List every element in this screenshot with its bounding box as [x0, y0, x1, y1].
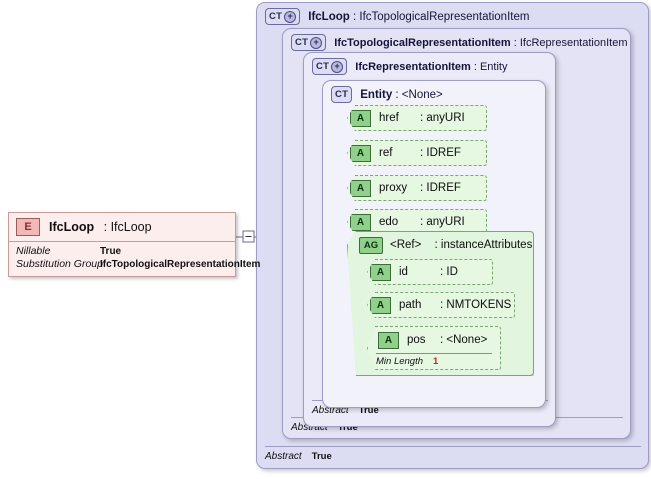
attribute-row-proxy[interactable]: A proxy : IDREF	[347, 175, 487, 201]
attribute-icon: A	[370, 296, 391, 314]
expand-plus-icon[interactable]: +	[310, 36, 323, 49]
container-title: IfcTopologicalRepresentationItem : IfcRe…	[334, 37, 627, 49]
container-name: Entity	[360, 88, 393, 101]
complextype-icon[interactable]: CT +	[312, 58, 348, 75]
abstract-footer: Abstract True	[312, 405, 379, 416]
abstract-label: Abstract	[291, 422, 328, 433]
facet-label: Min Length	[376, 356, 424, 367]
attribute-name: href	[379, 112, 399, 124]
attribute-name: proxy	[379, 182, 408, 194]
complextype-icon-label: CT	[335, 89, 349, 100]
attribute-name: ref	[379, 147, 393, 159]
element-properties: Nillable True Substitution Group IfcTopo…	[9, 241, 260, 276]
attribute-icon: A	[370, 263, 391, 281]
abstract-value: True	[358, 405, 379, 416]
attribute-row-pos-main: A pos : <None>	[368, 327, 500, 353]
facet-value: 1	[433, 356, 439, 367]
expand-plus-icon[interactable]: +	[331, 60, 344, 73]
attribute-row-edo[interactable]: A edo : anyURI	[347, 209, 487, 235]
attribute-row-id[interactable]: A id : ID	[367, 259, 493, 285]
attribute-icon: A	[378, 331, 399, 349]
attribute-group-name: <Ref>	[390, 239, 422, 251]
property-key: Substitution Group	[16, 258, 103, 270]
attribute-row-pos[interactable]: A pos : <None> Min Length 1	[367, 326, 501, 370]
attribute-type: : IDREF	[420, 182, 461, 194]
attribute-group-title: <Ref> : instanceAttributes	[390, 239, 532, 251]
abstract-value: True	[337, 422, 358, 433]
container-title: IfcLoop : IfcTopologicalRepresentationIt…	[308, 11, 529, 23]
expand-plus-icon[interactable]: +	[284, 10, 297, 23]
abstract-label: Abstract	[312, 405, 349, 416]
attribute-name: id	[399, 266, 408, 278]
element-box-ifcloop[interactable]: E IfcLoop : IfcLoop Nillable True Substi…	[8, 212, 260, 277]
container-header: CT + IfcRepresentationItem : Entity	[304, 53, 555, 78]
container-type: : <None>	[395, 88, 443, 101]
element-title: IfcLoop : IfcLoop	[49, 220, 152, 234]
element-name: IfcLoop	[49, 220, 95, 234]
abstract-value: True	[311, 451, 332, 462]
attribute-row-ref[interactable]: A ref : IDREF	[347, 140, 487, 166]
property-value: True	[100, 246, 122, 257]
attribute-type: : anyURI	[420, 112, 465, 124]
container-name: IfcLoop	[308, 10, 350, 23]
property-row-substitution-group: Substitution Group IfcTopologicalReprese…	[16, 258, 260, 271]
attribute-type: : <None>	[440, 334, 488, 346]
complextype-icon[interactable]: CT +	[265, 8, 301, 25]
attribute-icon: A	[350, 109, 371, 127]
complextype-icon-label: CT	[269, 11, 283, 22]
container-title: Entity : <None>	[360, 89, 442, 101]
container-type: : IfcTopologicalRepresentationItem	[353, 10, 530, 23]
element-icon: E	[16, 218, 40, 236]
attribute-icon: A	[350, 179, 371, 197]
attribute-type: : anyURI	[420, 216, 465, 228]
attribute-type: : IDREF	[420, 147, 461, 159]
attribute-type: : ID	[440, 266, 458, 278]
attribute-row-href[interactable]: A href : anyURI	[347, 105, 487, 131]
property-row-nillable: Nillable True	[16, 245, 228, 258]
element-type: : IfcLoop	[103, 220, 152, 234]
attribute-group-icon: AG	[359, 236, 383, 254]
attribute-row-path[interactable]: A path : NMTOKENS	[367, 292, 515, 318]
abstract-footer: Abstract True	[265, 451, 332, 462]
container-name: IfcTopologicalRepresentationItem	[334, 36, 511, 49]
container-name: IfcRepresentationItem	[355, 60, 471, 73]
complextype-icon-label: CT	[295, 37, 309, 48]
container-title: IfcRepresentationItem : Entity	[355, 61, 507, 73]
facet-min-length: Min Length 1	[376, 353, 492, 367]
attribute-group-type: : instanceAttributes	[434, 239, 533, 251]
attribute-name: pos	[407, 334, 426, 346]
abstract-footer: Abstract True	[291, 422, 358, 433]
container-header: CT + IfcLoop : IfcTopologicalRepresentat…	[257, 3, 648, 28]
attribute-group-header: AG <Ref> : instanceAttributes	[348, 232, 533, 258]
element-header: E IfcLoop : IfcLoop	[9, 213, 235, 241]
expand-handle	[242, 230, 255, 243]
property-key: Nillable	[16, 245, 51, 257]
abstract-label: Abstract	[265, 451, 302, 462]
attribute-name: edo	[379, 216, 399, 228]
container-type: : Entity	[473, 60, 508, 73]
complextype-icon[interactable]: CT +	[291, 34, 327, 51]
complextype-icon-label: CT	[316, 61, 330, 72]
attribute-type: : NMTOKENS	[440, 299, 512, 311]
container-header: CT + IfcTopologicalRepresentationItem : …	[283, 29, 630, 54]
property-value: IfcTopologicalRepresentationItem	[100, 259, 261, 270]
container-header: CT Entity : <None>	[323, 81, 545, 106]
abstract-divider	[265, 446, 641, 447]
attribute-icon: A	[350, 213, 371, 231]
attribute-icon: A	[350, 144, 371, 162]
complextype-icon[interactable]: CT	[331, 86, 353, 103]
container-type: : IfcRepresentationItem	[513, 36, 628, 49]
attribute-name: path	[399, 299, 422, 311]
